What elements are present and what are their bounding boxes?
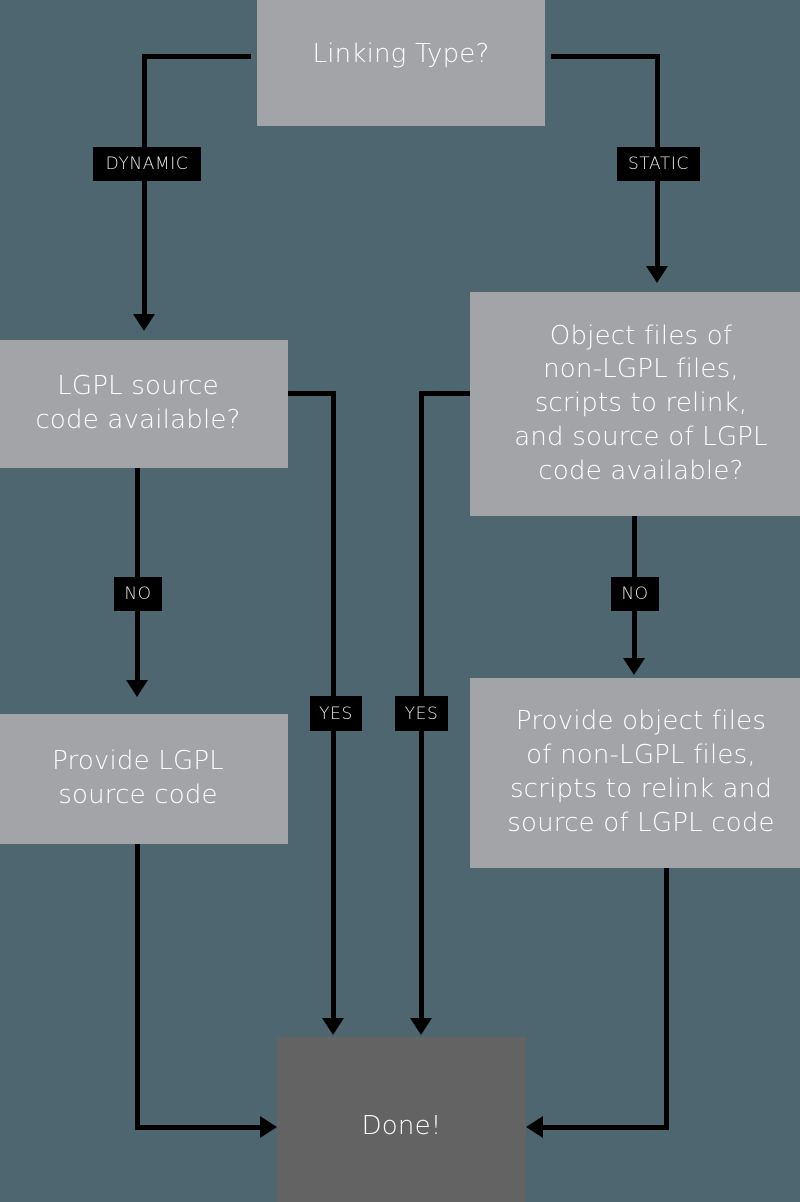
node-provide-object-files-label: Provide object files of non-LGPL files, … bbox=[507, 706, 775, 838]
arrowhead-provide-object-to-done bbox=[526, 1116, 543, 1138]
edge-label-no-right-text: NO bbox=[621, 584, 649, 604]
edge-label-static: STATIC bbox=[617, 147, 700, 181]
arrowhead-lgpl-no-to-provide-source bbox=[126, 680, 148, 697]
arrowhead-object-yes-to-done bbox=[410, 1018, 432, 1035]
edge-provide-source-to-done-horizontal bbox=[135, 1125, 263, 1130]
edge-label-yes-right: YES bbox=[395, 696, 448, 731]
edge-label-yes-right-text: YES bbox=[404, 703, 439, 724]
edge-lgpl-yes-horizontal bbox=[288, 391, 336, 396]
arrowhead-lgpl-yes-to-done bbox=[322, 1018, 344, 1035]
edge-label-static-text: STATIC bbox=[627, 154, 690, 174]
node-provide-lgpl-source[interactable]: Provide LGPL source code bbox=[0, 714, 288, 844]
node-provide-lgpl-source-label: Provide LGPL source code bbox=[52, 746, 224, 810]
node-linking-type-label: Linking Type? bbox=[312, 39, 490, 70]
arrowhead-provide-source-to-done bbox=[260, 1116, 277, 1138]
edge-linking-to-dynamic-horizontal bbox=[144, 54, 251, 59]
node-provide-object-files[interactable]: Provide object files of non-LGPL files, … bbox=[470, 678, 800, 868]
arrowhead-dynamic-to-lgpl-source bbox=[133, 314, 155, 331]
edge-label-dynamic: DYNAMIC bbox=[93, 147, 201, 181]
node-done-label: Done! bbox=[361, 1111, 442, 1142]
edge-provide-object-to-done-vertical bbox=[664, 868, 669, 1130]
edge-label-yes-left: YES bbox=[310, 696, 362, 731]
edge-provide-source-to-done-vertical bbox=[135, 844, 140, 1130]
node-object-files-available[interactable]: Object files of non-LGPL files, scripts … bbox=[470, 292, 800, 516]
edge-object-yes-horizontal bbox=[420, 391, 472, 396]
arrowhead-static-to-object-files bbox=[646, 266, 668, 283]
node-linking-type[interactable]: Linking Type? bbox=[257, 0, 545, 126]
node-done[interactable]: Done! bbox=[277, 1037, 526, 1202]
edge-label-no-right: NO bbox=[611, 577, 659, 611]
edge-label-yes-left-text: YES bbox=[319, 703, 353, 724]
node-object-files-available-label: Object files of non-LGPL files, scripts … bbox=[514, 320, 768, 486]
edge-label-no-left-text: NO bbox=[124, 584, 152, 604]
edge-lgpl-no-vertical bbox=[135, 468, 140, 682]
arrowhead-object-no-to-provide-object bbox=[623, 658, 645, 675]
edge-label-dynamic-text: DYNAMIC bbox=[105, 154, 189, 174]
edge-label-no-left: NO bbox=[114, 577, 162, 611]
edge-linking-to-static-horizontal bbox=[551, 54, 660, 59]
node-lgpl-source-available-label: LGPL source code available? bbox=[35, 371, 241, 435]
node-lgpl-source-available[interactable]: LGPL source code available? bbox=[0, 340, 288, 468]
edge-provide-object-to-done-horizontal bbox=[540, 1125, 669, 1130]
edge-linking-to-dynamic-vertical bbox=[142, 54, 147, 316]
